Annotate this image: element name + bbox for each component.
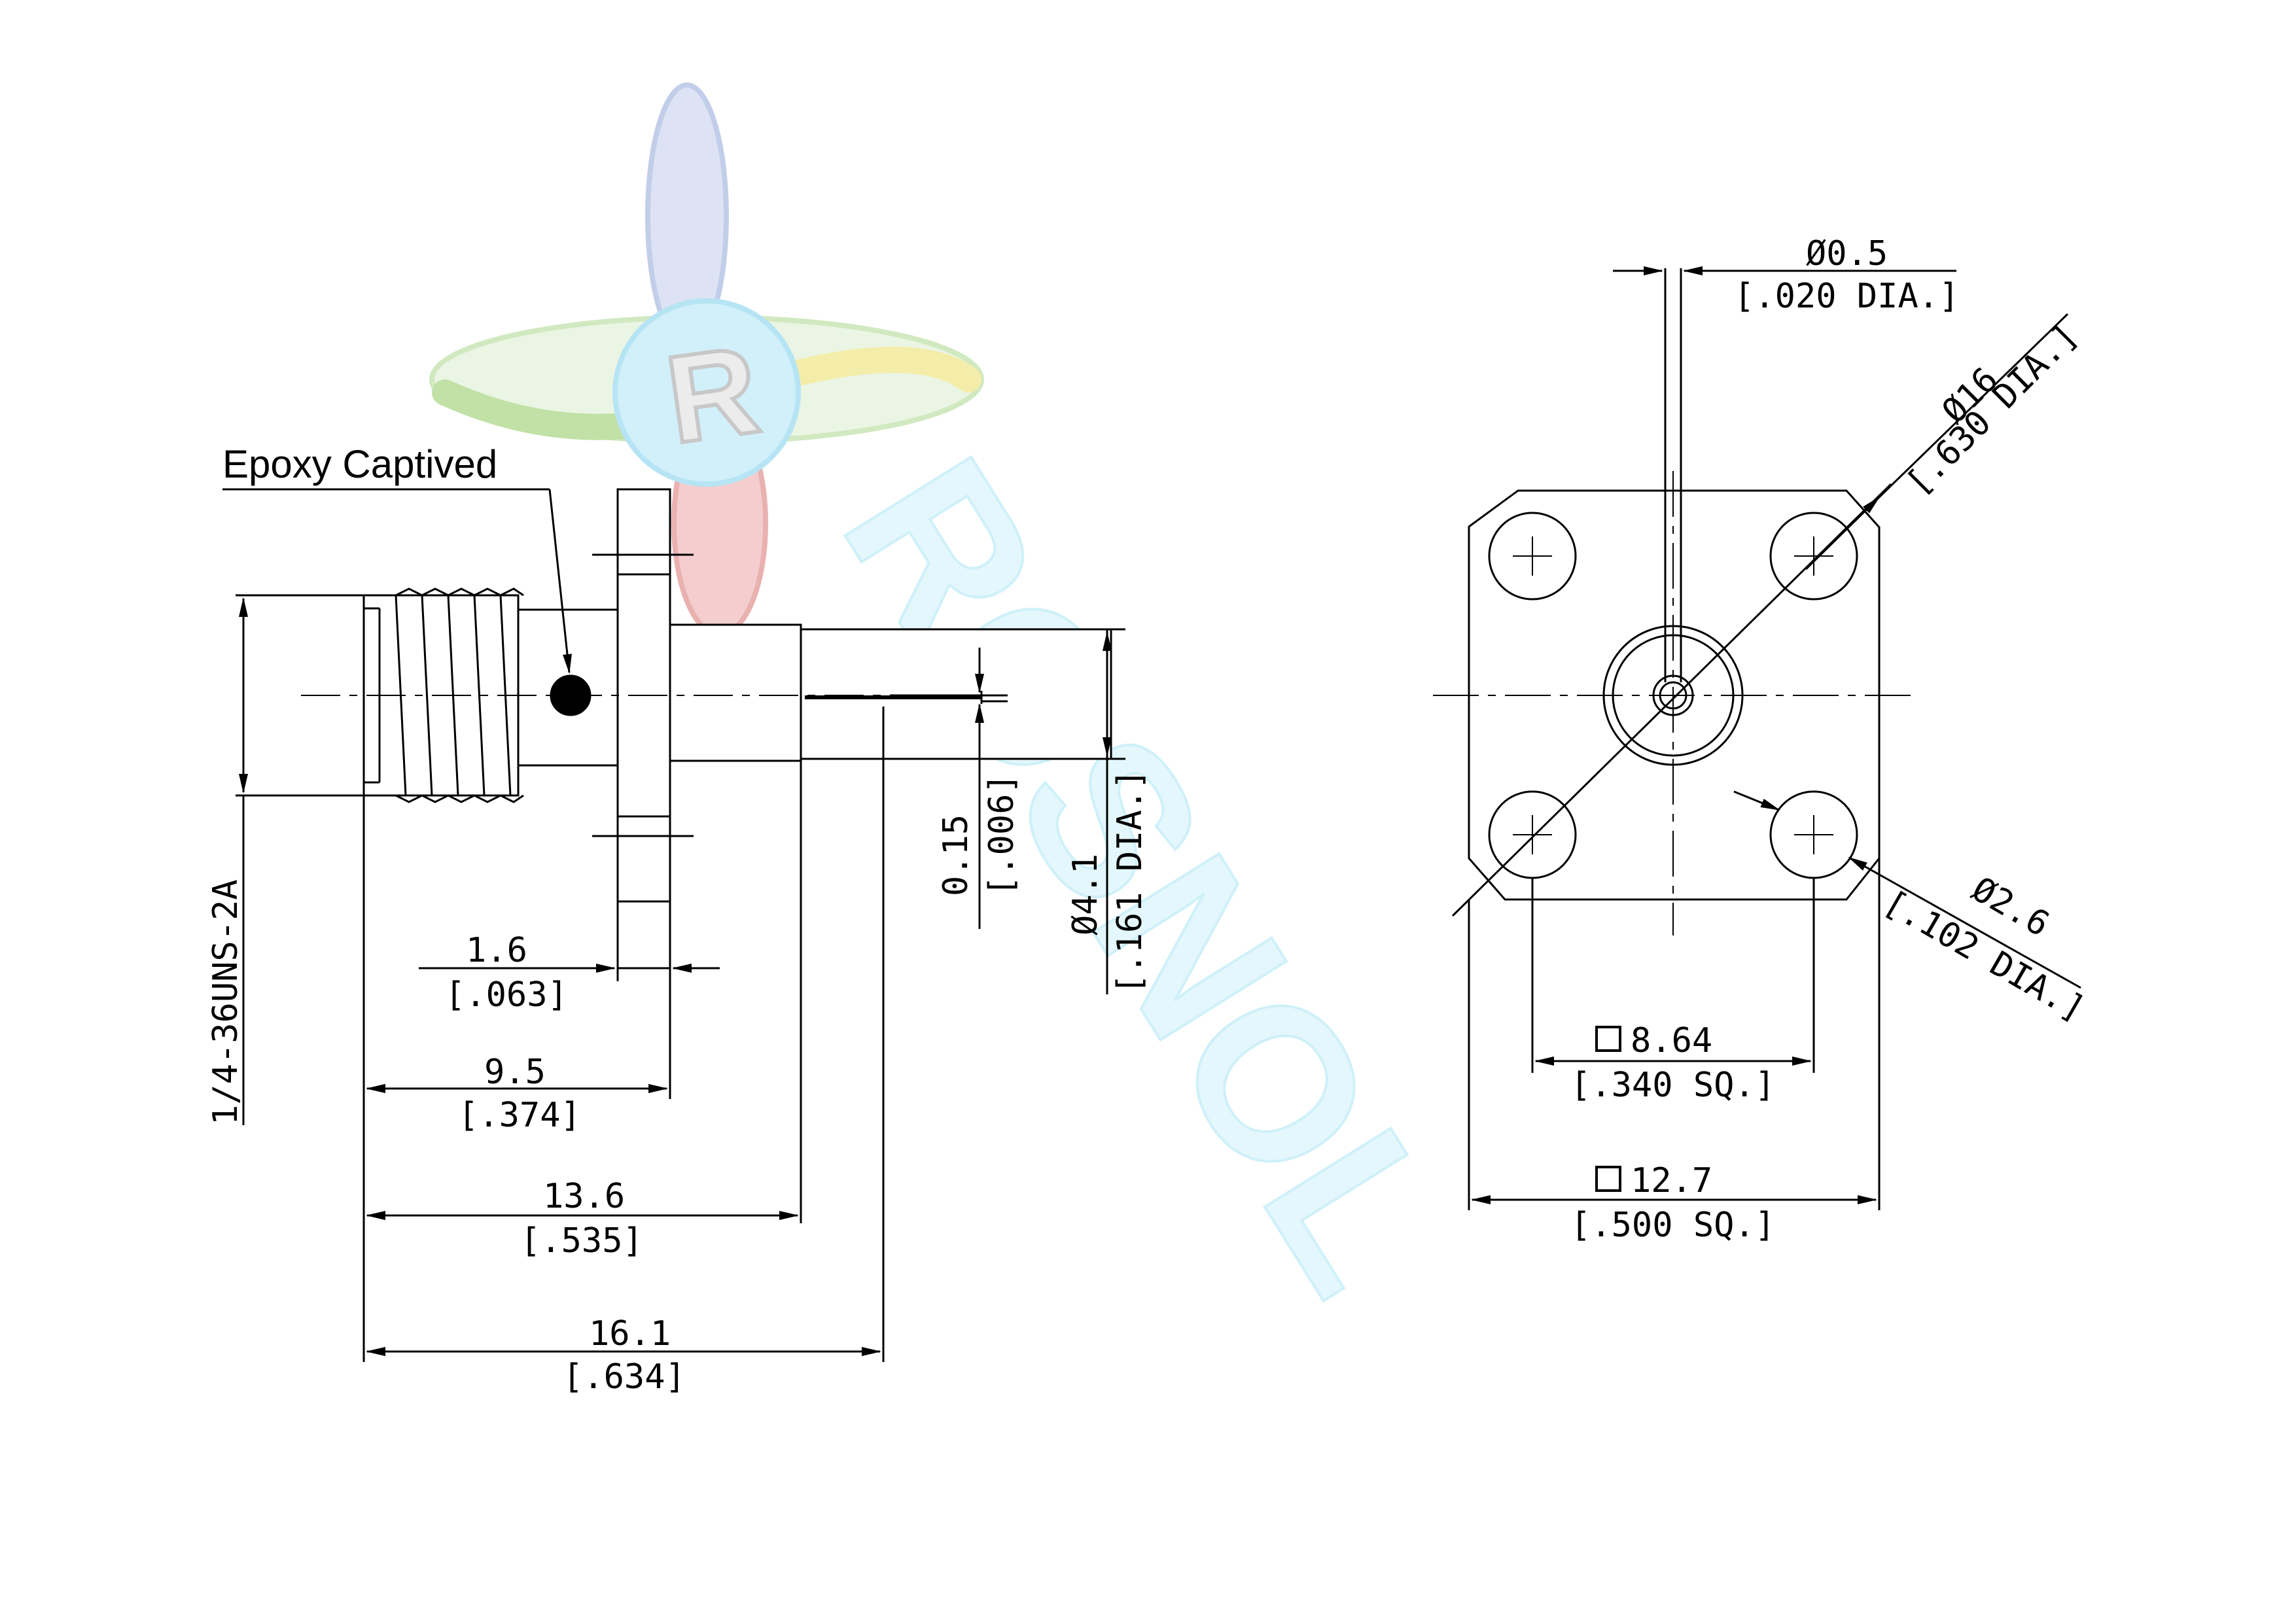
dim-body-diameter-inch: [.161 DIA.] (1110, 769, 1150, 994)
thread-dimension (236, 594, 406, 1125)
epoxy-captived-label: Epoxy Captived (222, 442, 497, 486)
dim-pin-offset (890, 648, 1008, 929)
square-symbol-2 (1595, 1166, 1621, 1192)
dim-flange-thickness-mm: 1.6 (466, 931, 527, 970)
dim-flange-size-inch: [.500 SQ.] (1570, 1206, 1775, 1245)
dielectric-ring (1652, 674, 1694, 716)
dim-flange-thickness-inch: [.063] (445, 975, 568, 1015)
mount-hole-top-right (1769, 512, 1858, 601)
mount-hole-top-left (1488, 512, 1577, 601)
body-outer-ring (1602, 625, 1744, 766)
dim-hole-spacing-inch: [.340 SQ.] (1570, 1066, 1775, 1105)
dim-flange-size-mm: 12.7 (1631, 1161, 1712, 1200)
dim-hole-spacing-mm: 8.64 (1631, 1021, 1712, 1060)
body-inner-ring (1612, 634, 1735, 757)
dim-body-diameter-mm: Ø4.1 (1066, 854, 1105, 935)
square-symbol (1595, 1026, 1621, 1052)
dim-body-length-mm: 13.6 (543, 1177, 625, 1216)
epoxy-dot (550, 674, 592, 716)
dim-hole-diameter (1733, 790, 2081, 989)
dim-overall-length-inch: [.634] (563, 1357, 686, 1397)
dim-hole-spacing (1531, 878, 1815, 1073)
dim-to-flange-inch: [.374] (458, 1096, 581, 1135)
rear-shaft (800, 628, 1112, 760)
dim-pin-offset-inch: [.006] (982, 773, 1021, 896)
dim-pin-offset-mm: 0.15 (936, 814, 976, 896)
dim-pin-diameter-mm: Ø0.5 (1806, 234, 1888, 273)
dim-bolt-circle-inch: [.630 DIA.] (1899, 316, 2086, 503)
dim-overall-length-mm: 16.1 (589, 1314, 671, 1353)
front-view (1433, 268, 1911, 935)
dim-body-diameter (1103, 628, 1125, 994)
logo-letter: R (659, 320, 767, 470)
dim-to-flange-mm: 9.5 (484, 1053, 546, 1092)
thread-spec-label: 1/4-36UNS-2A (206, 879, 245, 1125)
dim-flange-size (1468, 858, 1881, 1210)
side-view (301, 488, 1112, 903)
pin-ring (1659, 681, 1687, 710)
dim-body-length-inch: [.535] (520, 1221, 643, 1261)
brand-logo: R (429, 82, 984, 637)
dim-bolt-circle (1805, 313, 2069, 570)
dim-pin-diameter-inch: [.020 DIA.] (1734, 277, 1959, 316)
rear-body (669, 623, 802, 762)
epoxy-note: Epoxy Captived (222, 442, 572, 674)
